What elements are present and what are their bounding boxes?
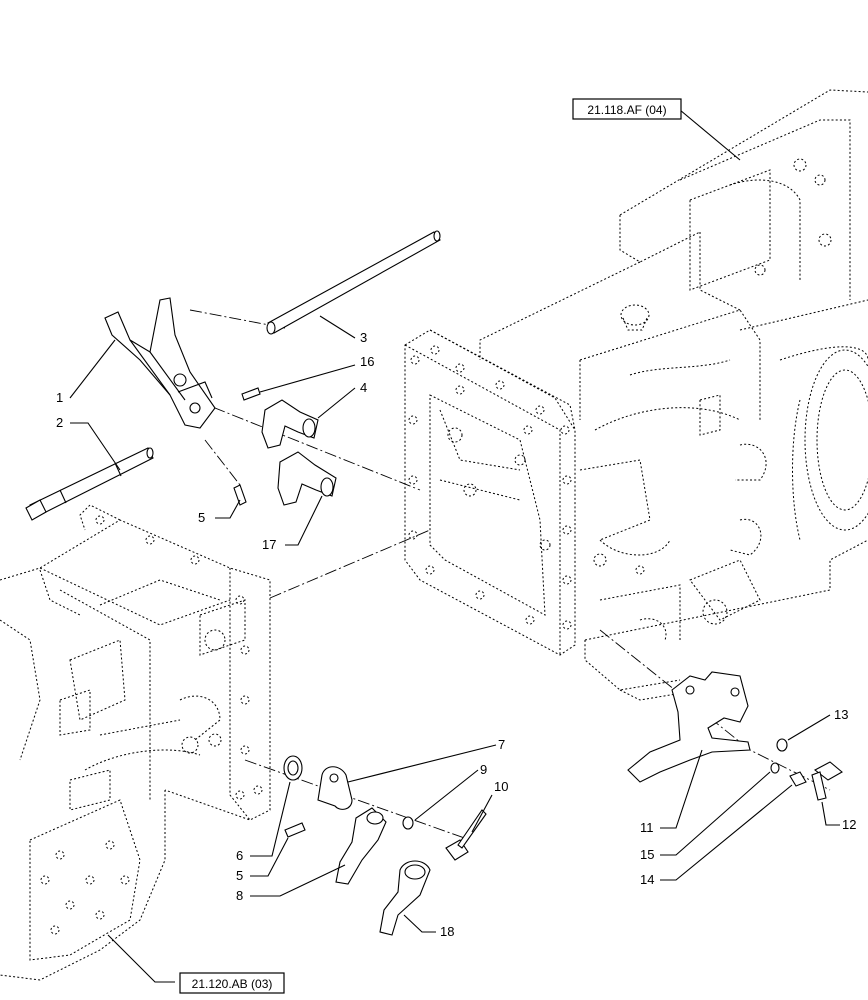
part-13-washer bbox=[776, 738, 788, 752]
callout-4: 4 bbox=[360, 380, 367, 395]
callout-15: 15 bbox=[640, 847, 654, 862]
callout-18: 18 bbox=[440, 924, 454, 939]
callout-3: 3 bbox=[360, 330, 367, 345]
callout-6: 6 bbox=[236, 848, 243, 863]
part-15-washer bbox=[770, 762, 780, 774]
part-6-seal bbox=[283, 755, 303, 781]
part-4-pivot-shaft bbox=[261, 399, 319, 449]
callout-numbers: 1 2 3 4 5 6 5 8 7 9 10 11 12 13 14 15 16… bbox=[56, 330, 856, 939]
front-transmission-housing bbox=[0, 504, 271, 981]
part-17-pivot-shaft bbox=[277, 451, 337, 506]
part-18-lever bbox=[379, 860, 431, 936]
callout-7: 7 bbox=[498, 737, 505, 752]
part-7-plate bbox=[317, 766, 353, 810]
reference-label: 21.118.AF (04) bbox=[587, 103, 666, 117]
part-12-bolt bbox=[811, 761, 843, 801]
part-1-shift-fork bbox=[104, 297, 216, 429]
callout-14: 14 bbox=[640, 872, 654, 887]
callout-8: 8 bbox=[236, 888, 243, 903]
callout-17: 17 bbox=[262, 537, 276, 552]
callout-1: 1 bbox=[56, 390, 63, 405]
callout-9: 9 bbox=[480, 762, 487, 777]
reference-box-bottom-left[interactable]: 21.120.AB (03) bbox=[179, 972, 285, 994]
callout-5: 5 bbox=[236, 868, 243, 883]
part-8-lever bbox=[335, 807, 387, 885]
callout-16: 16 bbox=[360, 354, 374, 369]
part-16-roll-pin bbox=[241, 387, 261, 401]
part-3-shift-rail bbox=[266, 230, 441, 335]
part-11-bracket bbox=[627, 671, 751, 783]
callout-2: 2 bbox=[56, 415, 63, 430]
rear-transmission-housing bbox=[404, 89, 868, 701]
callout-12: 12 bbox=[842, 817, 856, 832]
reference-box-top-right[interactable]: 21.118.AF (04) bbox=[572, 98, 682, 120]
reference-label: 21.120.AB (03) bbox=[192, 977, 273, 991]
callout-10: 10 bbox=[494, 779, 508, 794]
callout-13: 13 bbox=[834, 707, 848, 722]
part-2-shaft bbox=[25, 447, 154, 521]
callout-11: 11 bbox=[640, 820, 654, 835]
part-5-pin-upper bbox=[233, 484, 247, 506]
part-5-pin-lower bbox=[284, 822, 306, 838]
part-14-bolt bbox=[789, 771, 807, 787]
part-9-washer bbox=[402, 816, 414, 830]
callout-5: 5 bbox=[198, 510, 205, 525]
leader-lines bbox=[69, 109, 840, 983]
